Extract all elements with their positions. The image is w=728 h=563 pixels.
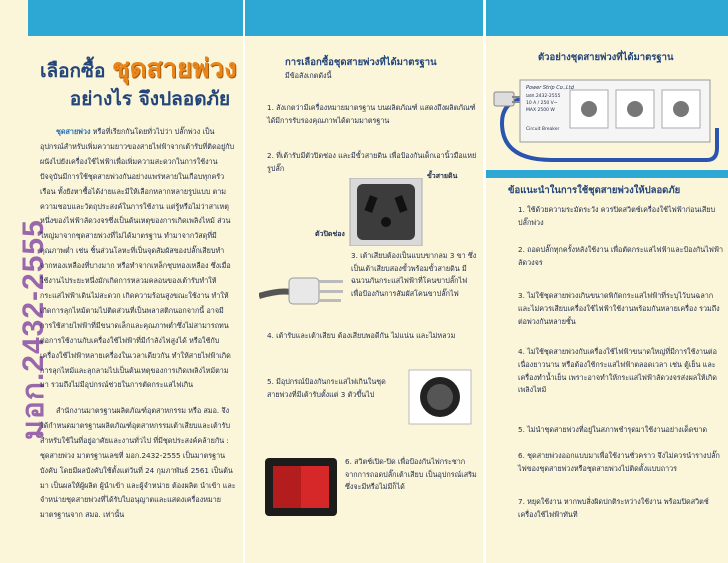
label-cover: ตัวปิดช่อง: [315, 230, 345, 238]
left-panel: มอก.2432-2555 เลือกซื้อ ชุดสายพ่วง อย่าง…: [0, 0, 243, 563]
page-title: เลือกซื้อ ชุดสายพ่วง อย่างไร จึงปลอดภัย: [40, 55, 240, 113]
advice-3: 3. ไม่ใช้ชุดสายพ่วงเกินขนาดพิกัดกระแสไฟฟ…: [518, 291, 720, 326]
advice-1: 1. ใช้ด้วยความระมัดระวัง ควรปิดสวิตช์เคร…: [518, 205, 716, 227]
right-panel: ตัวอย่างชุดสายพ่วงที่ได้มาตรฐาน Power St…: [486, 0, 728, 563]
advice-6: 6. ชุดสายพ่วงออกแบบมาเพื่อใช้งานชั่วคราว…: [518, 451, 720, 473]
intro-lead: ชุดสายพ่วง: [56, 127, 91, 136]
section-heading: การเลือกซื้อชุดสายพ่วงที่ได้มาตรฐาน: [285, 57, 437, 68]
middle-panel: การเลือกซื้อชุดสายพ่วงที่ได้มาตรฐาน มีข้…: [245, 0, 483, 563]
item-3: 3. เต้าเสียบต้องเป็นแบบขากลม 3 ขา ซึ่งเป…: [351, 251, 477, 298]
power-strip-photo: [493, 79, 719, 162]
advice-heading: ข้อแนะนำในการใช้ชุดสายพ่วงให้ปลอดภัย: [508, 185, 681, 196]
strip-spec-1: มอก.2432-2555: [526, 94, 561, 99]
strip-spec-2: 10 A / 250 V~: [526, 101, 558, 106]
label-ground: ขั้วสายดิน: [427, 172, 458, 180]
advice-7: 7. หยุดใช้งาน หากพบสิ่งผิดปกติระหว่างใช้…: [518, 497, 709, 519]
switch-photo: [265, 458, 337, 516]
intro-text: หรือที่เรียกกันโดยทั่วไปว่า ปลั๊กพ่วง เป…: [40, 127, 235, 390]
item-1: 1. สังเกตว่ามีเครื่องหมายมาตรฐาน บนผลิตภ…: [267, 103, 476, 125]
item-5: 5. มีอุปกรณ์ป้องกันกระแสไฟเกินในชุดสายพ่…: [267, 377, 386, 399]
section-subheading: มีข้อสังเกตดังนี้: [285, 71, 332, 80]
top-bar: [245, 0, 483, 36]
socket-photo: [349, 178, 423, 246]
breaker-photo: [408, 369, 472, 425]
divider-bar: [486, 170, 728, 178]
intro-paragraph: ชุดสายพ่วง หรือที่เรียกกันโดยทั่วไปว่า ป…: [40, 125, 236, 393]
item-2: 2. ที่เต้ารับมีตัวปิดช่อง และมีขั้วสายดิ…: [267, 151, 477, 173]
title-highlight: ชุดสายพ่วง: [111, 54, 237, 84]
top-bar: [28, 0, 243, 36]
advice-5: 5. ไม่นำชุดสายพ่วงที่อยู่ในสภาพชำรุดมาใช…: [518, 425, 708, 434]
strip-spec-3: MAX 2500 W: [526, 108, 555, 113]
example-heading: ตัวอย่างชุดสายพ่วงที่ได้มาตรฐาน: [538, 52, 674, 63]
title-prefix: เลือกซื้อ: [40, 60, 106, 82]
standard-paragraph: สำนักงานมาตรฐานผลิตภัณฑ์อุตสาหกรรม หรือ …: [40, 406, 236, 520]
title-line2: อย่างไร จึงปลอดภัย: [69, 88, 231, 110]
strip-cb-label: Circuit Breaker: [526, 127, 560, 132]
item-6: 6. สวิตช์เปิด-ปิด เพื่อป้องกันไฟกระชากจา…: [345, 457, 477, 491]
advice-2: 2. ถอดปลั๊กทุกครั้งหลังใช้งาน เพื่อตัดกร…: [518, 245, 723, 267]
strip-brand: Power Strip Co.,Ltd: [526, 85, 574, 91]
plug-photo: [259, 277, 343, 305]
item-4: 4. เต้ารับและเต้าเสียบ ต้องเสียบพอดีกัน …: [267, 331, 456, 340]
top-bar: [486, 0, 728, 36]
advice-4: 4. ไม่ใช้ชุดสายพ่วงกับเครื่องใช้ไฟฟ้าขนา…: [518, 347, 717, 395]
standard-code-vertical: มอก.2432-2555: [17, 219, 50, 441]
